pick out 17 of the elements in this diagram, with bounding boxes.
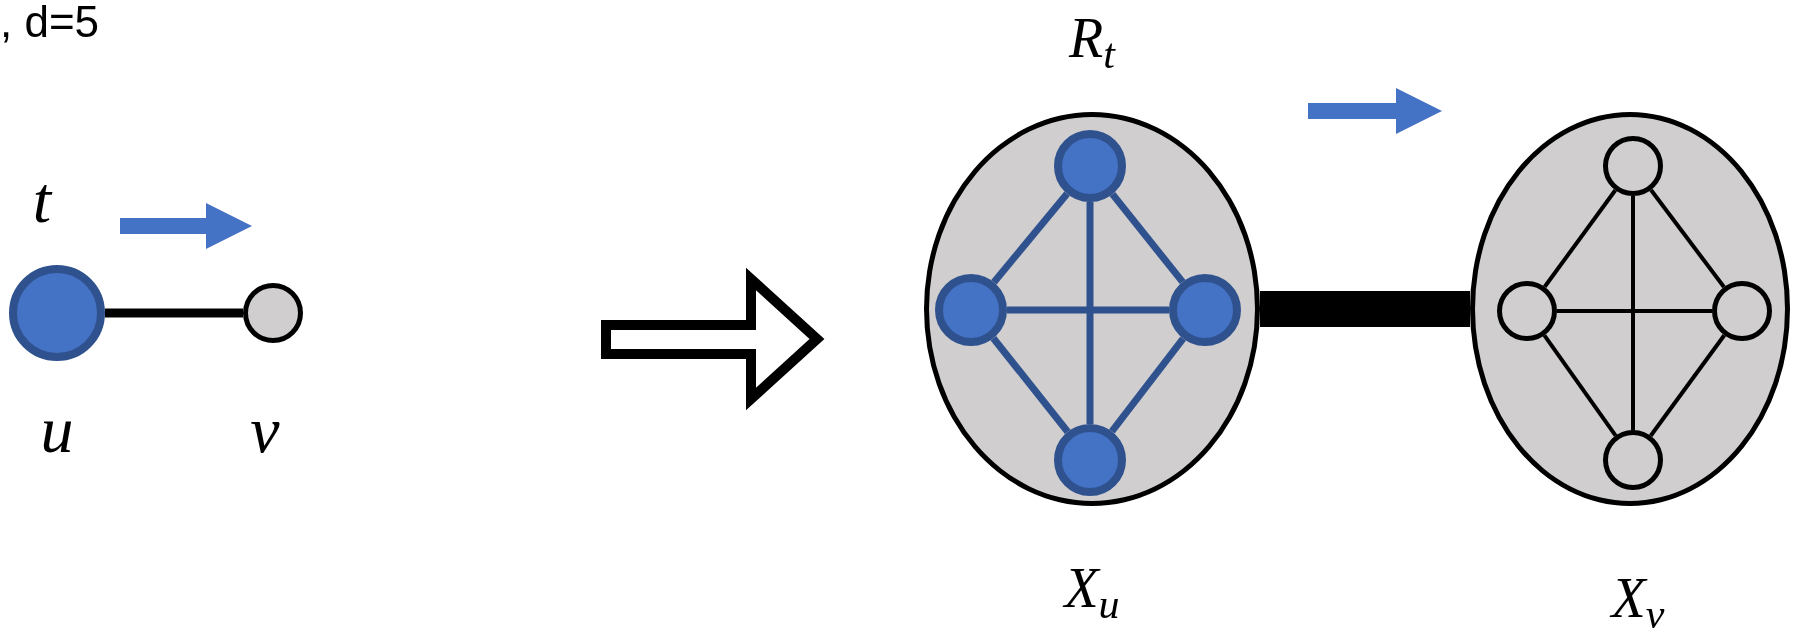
edge-line <box>1542 334 1618 437</box>
edge-line <box>1649 188 1726 289</box>
edge-line <box>1007 306 1169 314</box>
edge-line <box>1086 202 1094 424</box>
vertex-label: u <box>40 397 74 463</box>
text-label: , d=5 <box>0 0 100 44</box>
vertex-label: X$_{v}$ <box>1611 570 1665 626</box>
edge-line <box>105 308 243 318</box>
vertex-label: v <box>250 397 280 463</box>
vertex-label: t <box>32 167 52 233</box>
edge-line <box>1649 334 1726 437</box>
vertex-label: X$_{u}$ <box>1064 560 1120 616</box>
edge-line <box>1557 309 1712 313</box>
thick-edge-line <box>1260 291 1470 327</box>
edge-line <box>1543 189 1617 288</box>
edge-line <box>1631 196 1635 430</box>
vertex-label: R$_{t}$ <box>1069 10 1115 66</box>
